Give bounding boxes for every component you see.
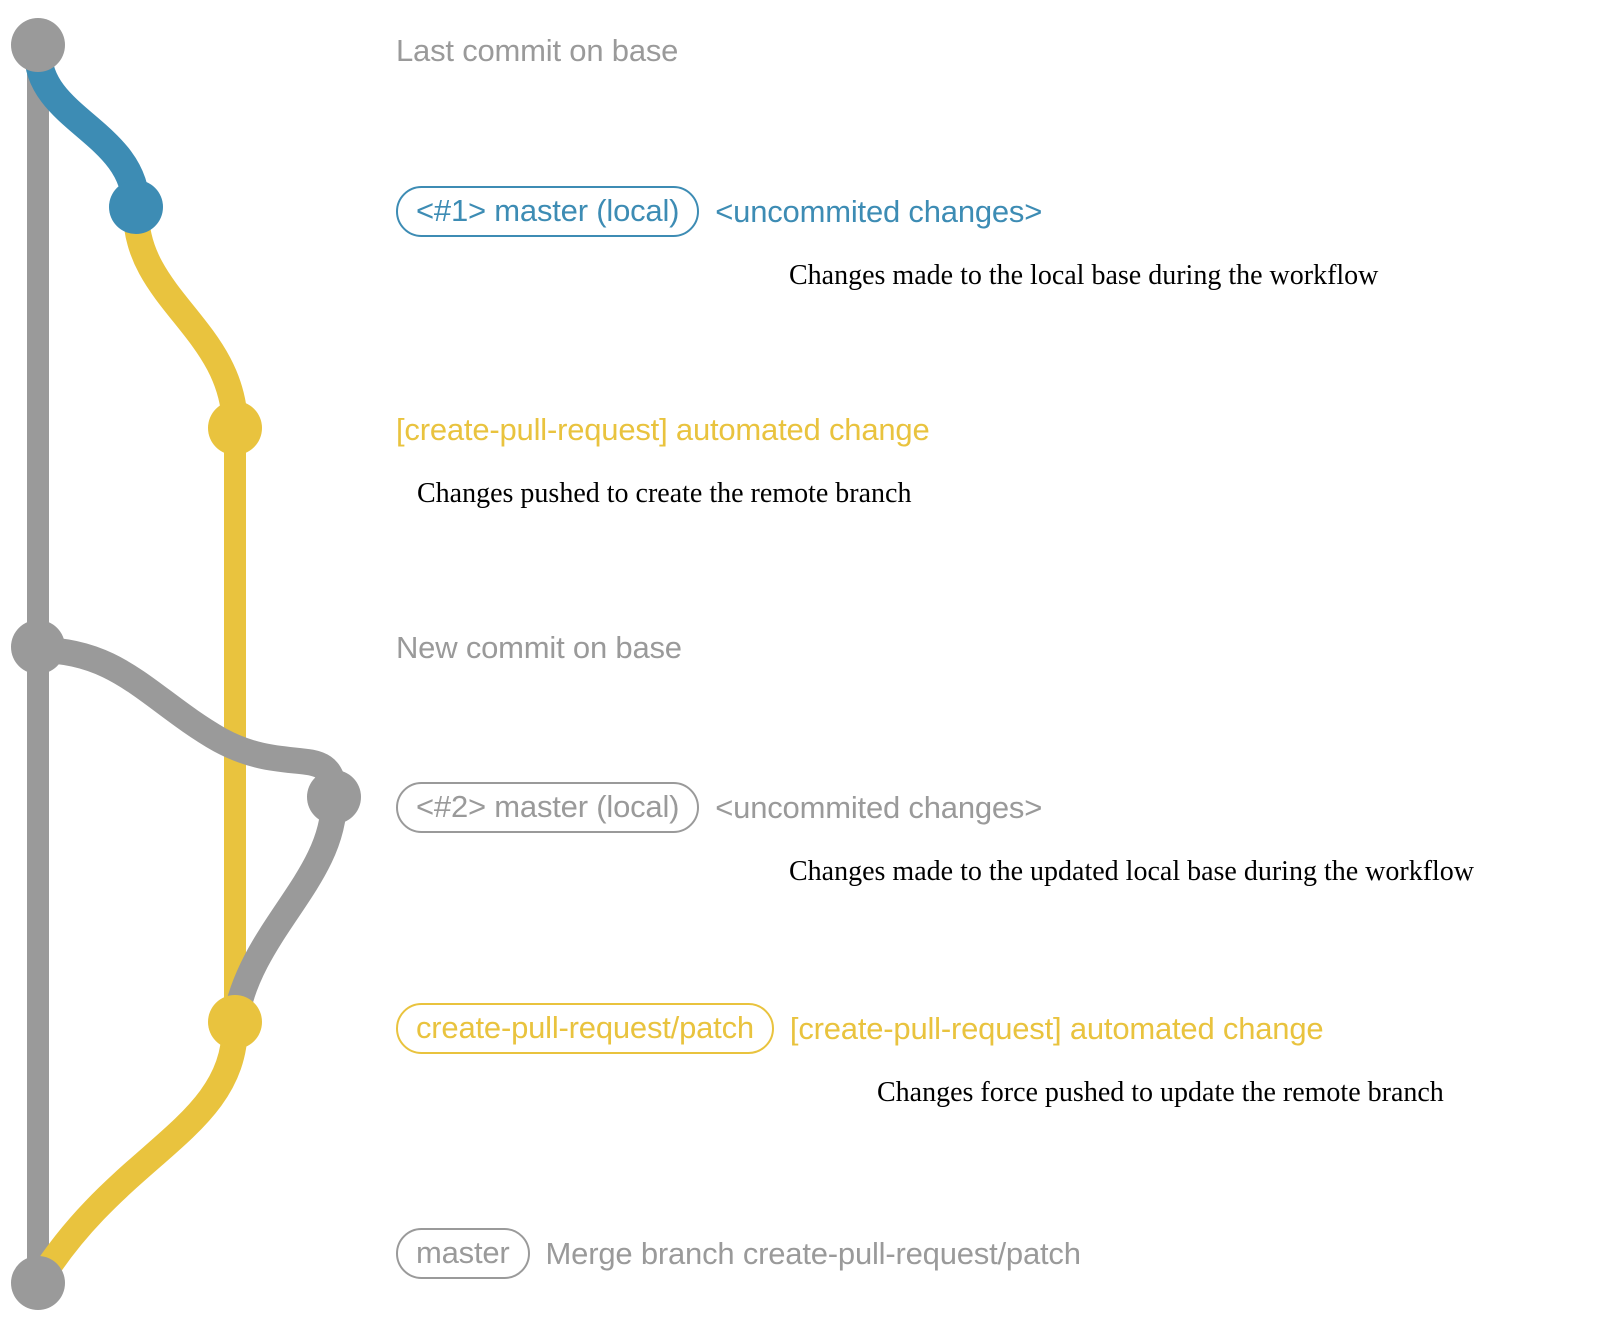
edge-local1-to-patch1 (123, 199, 248, 441)
commit-node-local-2[interactable] (307, 770, 361, 824)
edge-local2-to-patch2 (222, 787, 347, 1035)
commit-subject-local-2: <uncommited changes> (715, 790, 1043, 825)
edge-basenew-to-local2 (25, 637, 347, 810)
heading-new-commit-on-base: New commit on base (396, 630, 682, 665)
row-last-commit-on-base: Last commit on base (396, 35, 678, 66)
row-local-commit-1: <#1> master (local) <uncommited changes> (396, 186, 1042, 237)
commit-node-local-1[interactable] (109, 180, 163, 234)
commit-node-base-top[interactable] (11, 18, 65, 72)
commit-node-base-merge[interactable] (11, 1256, 65, 1310)
commit-subject-patch-1: [create-pull-request] automated change (396, 412, 930, 447)
branch-badge-master[interactable]: master (396, 1228, 530, 1279)
commit-description-patch-2: Changes force pushed to update the remot… (877, 1077, 1444, 1108)
row-line: Last commit on base (396, 35, 678, 66)
row-local-commit-2: <#2> master (local) <uncommited changes> (396, 782, 1042, 833)
row-new-commit-on-base: New commit on base (396, 632, 682, 663)
commit-subject-merge: Merge branch create-pull-request/patch (545, 1236, 1081, 1271)
row-line: create-pull-request/patch [create-pull-r… (396, 1003, 1324, 1054)
edge-base-to-local1 (24, 38, 150, 221)
git-graph (11, 18, 361, 1310)
row-patch-commit-1: [create-pull-request] automated change (396, 414, 930, 445)
row-line: master Merge branch create-pull-request/… (396, 1228, 1081, 1279)
commit-node-patch-2[interactable] (208, 995, 262, 1049)
commit-description-patch-1: Changes pushed to create the remote bran… (417, 478, 912, 509)
row-patch-commit-2: create-pull-request/patch [create-pull-r… (396, 1003, 1324, 1054)
branch-badge-master-local-1[interactable]: <#1> master (local) (396, 186, 700, 237)
commit-subject-patch-2: [create-pull-request] automated change (789, 1011, 1324, 1046)
commit-node-base-new[interactable] (11, 620, 65, 674)
row-line: <#1> master (local) <uncommited changes> (396, 186, 1042, 237)
edge-patch2-to-merge (25, 1012, 248, 1296)
heading-last-commit-on-base: Last commit on base (396, 33, 679, 68)
commit-description-local-1: Changes made to the local base during th… (789, 260, 1379, 291)
commit-node-patch-1[interactable] (208, 401, 262, 455)
row-line: New commit on base (396, 632, 682, 663)
branch-badge-master-local-2[interactable]: <#2> master (local) (396, 782, 700, 833)
row-line: [create-pull-request] automated change (396, 414, 930, 445)
row-merge-commit: master Merge branch create-pull-request/… (396, 1228, 1081, 1279)
commit-description-local-2: Changes made to the updated local base d… (789, 856, 1475, 887)
branch-badge-create-pull-request-patch[interactable]: create-pull-request/patch (396, 1003, 774, 1054)
commit-subject-local-1: <uncommited changes> (715, 194, 1043, 229)
row-line: <#2> master (local) <uncommited changes> (396, 782, 1042, 833)
